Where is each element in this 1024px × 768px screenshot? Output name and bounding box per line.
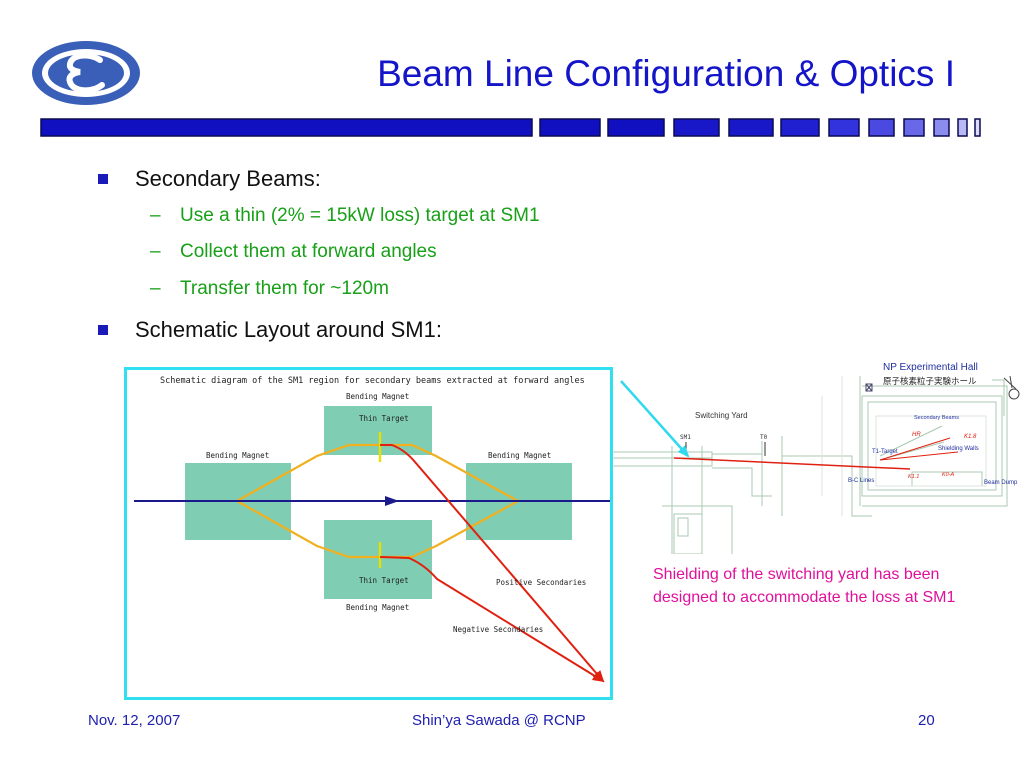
secondary-beam-line	[673, 457, 911, 470]
label-thin-target-bottom: Thin Target	[359, 576, 409, 585]
negative-secondaries-arrow	[380, 444, 605, 683]
label-hall-japanese: 原子核素粒子実験ホール	[883, 376, 977, 387]
shielding-note: Shielding of the switching yard has been…	[653, 566, 956, 606]
label-hr: HR	[912, 432, 921, 438]
label-negative-secondaries: Negative Secondaries	[453, 625, 543, 634]
label-positive-secondaries: Positive Secondaries	[496, 578, 586, 587]
bullet-square-icon	[98, 325, 108, 335]
hall-layout-plan: NP Experimental Hall 原子核素粒子実験ホール Switchi…	[612, 362, 1020, 554]
bullet-schematic-layout: Schematic Layout around SM1:	[135, 317, 442, 342]
diagram-title: Schematic diagram of the SM1 region for …	[160, 376, 585, 386]
slide-title: Beam Line Configuration & Optics I	[377, 53, 955, 94]
sm1-schematic-diagram: Schematic diagram of the SM1 region for …	[124, 367, 613, 700]
label-k11: K1.1	[908, 474, 919, 480]
label-bending-magnet-bottom: Bending Magnet	[346, 603, 409, 612]
label-k0a: K0-A	[942, 472, 955, 478]
label-bending-magnet-left: Bending Magnet	[206, 451, 269, 460]
scissors-icon	[1003, 375, 1020, 400]
label-bending-magnet-right: Bending Magnet	[488, 451, 551, 460]
dash-icon: –	[150, 205, 161, 226]
label-thin-target-top: Thin Target	[359, 414, 409, 423]
label-k18: K1.8	[964, 434, 977, 440]
label-t0: T0	[760, 434, 768, 441]
label-bending-magnet-top: Bending Magnet	[346, 392, 409, 401]
label-beam-dump: Beam Dump	[984, 480, 1018, 486]
label-secondary-beams: Secondary Beams	[914, 415, 959, 421]
label-switching-yard: Switching Yard	[695, 411, 748, 420]
dash-icon: –	[150, 278, 161, 299]
footer-page-number: 20	[918, 712, 935, 729]
dash-icon: –	[150, 241, 161, 262]
kek-logo	[32, 41, 140, 105]
label-t1-target: T1-Target	[872, 449, 898, 455]
bullet-square-icon	[98, 174, 108, 184]
sub-bullet-thin-target: Use a thin (2% = 15kW loss) target at SM…	[180, 205, 540, 226]
positive-secondaries-arrow	[379, 556, 605, 683]
label-sm1: SM1	[680, 434, 691, 441]
title-decoration-bar	[40, 118, 981, 137]
sub-bullet-forward-angles: Collect them at forward angles	[180, 241, 437, 262]
footer-date: Nov. 12, 2007	[88, 712, 181, 729]
bullet-secondary-beams: Secondary Beams:	[135, 166, 321, 191]
label-bc-lines: B-C Lines	[848, 478, 874, 484]
label-shielding-walls: Shielding Walls	[938, 446, 979, 452]
sub-bullet-transfer: Transfer them for ~120m	[180, 278, 389, 299]
bending-magnet-bottom	[324, 520, 432, 599]
label-np-experimental-hall: NP Experimental Hall	[883, 362, 978, 373]
footer-author: Shin’ya Sawada @ RCNP	[412, 712, 586, 729]
